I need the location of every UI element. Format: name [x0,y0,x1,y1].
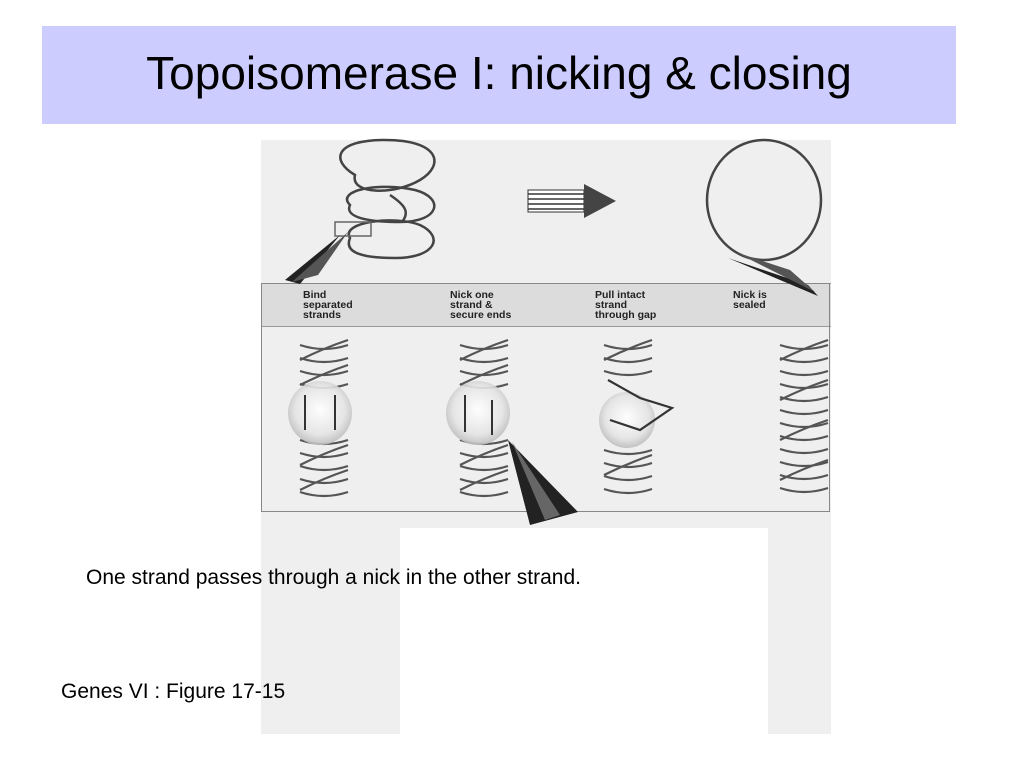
slide-caption: One strand passes through a nick in the … [86,566,581,589]
step-label-sealed: Nick is sealed [733,289,767,311]
pointer-arrow-nick [508,440,578,525]
step-label-band: Bind separated strands Nick one strand &… [261,283,831,327]
title-bar: Topoisomerase I: nicking & closing [42,26,956,124]
figure-citation: Genes VI : Figure 17-15 [61,680,286,703]
step-label-pull: Pull intact strand through gap [595,289,657,321]
enzyme-step-1 [288,381,352,445]
transition-arrow-icon [527,184,616,218]
step-label-nick: Nick one strand & secure ends [450,289,512,321]
supercoiled-dna [339,138,436,260]
pointer-arrow-sealed [728,258,818,296]
figure-white-area [400,528,768,734]
binding-site-box [334,221,372,237]
helix-step-3 [603,338,653,495]
enzyme-step-3 [599,392,655,448]
enzyme-step-2 [446,381,510,445]
pointer-arrow-bind [285,235,340,284]
helix-step-4 [779,338,829,494]
step-label-bind: Bind separated strands [303,289,353,321]
slide-title: Topoisomerase I: nicking & closing [146,47,852,99]
relaxed-circular-dna [705,138,823,262]
